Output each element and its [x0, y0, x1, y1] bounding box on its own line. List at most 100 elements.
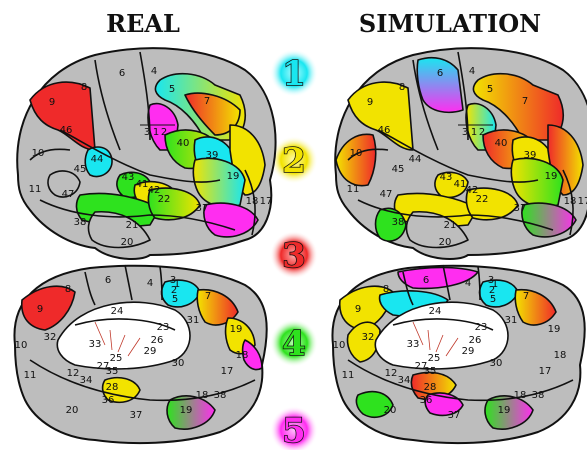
real-lateral-area-label: 43 — [122, 172, 135, 183]
simulation-medial-area-label: 36 — [420, 395, 433, 406]
simulation-lateral-area-label: 46 — [378, 125, 391, 136]
real-lateral-area-label: 8 — [81, 82, 87, 93]
simulation-medial-area-label: 23 — [475, 322, 488, 333]
real-medial-area-label: 26 — [151, 335, 164, 346]
legend: 1 2 3 4 5 — [270, 49, 318, 450]
simulation-medial-area-label: 38 — [532, 390, 545, 401]
simulation-medial-area-label: 18 — [554, 350, 567, 361]
real-lateral-area-label: 9 — [49, 97, 55, 108]
real-medial-area-label: 28 — [106, 382, 119, 393]
real-lateral-area-label: 21 — [126, 220, 139, 231]
simulation-lateral-area-label: 1 — [471, 127, 477, 138]
simulation-lateral-area-label: 3 — [462, 127, 468, 138]
simulation-medial-area-label: 30 — [490, 358, 503, 369]
simulation-medial-area-label: 26 — [469, 335, 482, 346]
real-medial-area-label: 8 — [65, 284, 71, 295]
simulation-medial-area-label: 34 — [398, 375, 411, 386]
real-lateral-area-label: 22 — [158, 194, 171, 205]
real-medial-area-label: 20 — [66, 405, 79, 416]
real-lateral-area-label: 5 — [169, 84, 175, 95]
simulation-medial-area-label: 19 — [498, 405, 511, 416]
simulation-lateral-area-label: 10 — [350, 148, 363, 159]
simulation-lateral-area-label: 20 — [439, 237, 452, 248]
simulation-medial-area-label: 35 — [424, 366, 437, 377]
real-lateral-area-label: 39 — [206, 150, 219, 161]
simulation-lateral-area-label: 5 — [487, 84, 493, 95]
real-medial-area-label: 18 — [196, 390, 209, 401]
real-lateral-area-label: 18 — [246, 196, 259, 207]
simulation-heading: SIMULATION — [359, 9, 541, 38]
real-lateral-area-label: 37 — [196, 203, 209, 214]
simulation-lateral-area-label: 22 — [476, 194, 489, 205]
simulation-medial-area-label: 7 — [523, 291, 529, 302]
real-lateral-area-label: 40 — [177, 138, 190, 149]
simulation-lateral-area-label: 43 — [440, 172, 453, 183]
simulation-lateral-area-label: 40 — [495, 138, 508, 149]
simulation-lateral-area-label: 38 — [392, 217, 405, 228]
real-heading: REAL — [106, 9, 180, 38]
simulation-medial-area-label: 6 — [423, 275, 429, 286]
simulation-lateral-area-label: 8 — [399, 82, 405, 93]
simulation-medial-area-label: 32 — [362, 332, 375, 343]
real-medial-area-label: 19 — [230, 324, 243, 335]
real-lateral-area-label: 20 — [121, 237, 134, 248]
real-medial-area-label: 33 — [89, 339, 102, 350]
legend-number-4: 4 — [282, 324, 306, 364]
simulation-medial-area-label: 8 — [383, 284, 389, 295]
simulation-lateral-area-label: 37 — [514, 203, 527, 214]
simulation-lateral-area-label: 21 — [444, 220, 457, 231]
simulation-lateral-area-label: 44 — [409, 154, 422, 165]
real-lateral-area-label: 41 — [136, 179, 149, 190]
real-medial-area-label: 29 — [144, 346, 157, 357]
real-medial-area-label: 11 — [24, 370, 37, 381]
real-medial-area-label: 38 — [214, 390, 227, 401]
real-lateral-area-label: 1 — [153, 127, 159, 138]
real-lateral-area-label: 45 — [74, 164, 87, 175]
real-medial-area-label: 10 — [15, 340, 28, 351]
simulation-medial-area-label: 29 — [462, 346, 475, 357]
legend-number-2: 2 — [282, 141, 306, 181]
real-medial-area-label: 9 — [37, 304, 43, 315]
legend-number-1: 1 — [282, 54, 306, 94]
simulation-medial-area-label: 19 — [548, 324, 561, 335]
simulation-medial-area-label: 4 — [465, 278, 471, 289]
real-medial-area-label: 5 — [172, 294, 178, 305]
real-lateral-area-label: 11 — [29, 184, 42, 195]
simulation-medial-area-label: 17 — [539, 366, 552, 377]
real-medial-area-label: 7 — [205, 291, 211, 302]
simulation-lateral-area-label: 47 — [380, 189, 393, 200]
real-medial-area-label: 30 — [172, 358, 185, 369]
real-medial-area-label: 35 — [106, 366, 119, 377]
real-lateral-area-label: 2 — [161, 127, 167, 138]
real-medial-area-label: 19 — [180, 405, 193, 416]
real-medial-area-label: 12 — [67, 368, 80, 379]
real-medial-area-label: 31 — [187, 315, 200, 326]
simulation-medial-area-label: 37 — [448, 410, 461, 421]
simulation-medial-area-label: 28 — [424, 382, 437, 393]
simulation-lateral-area-label: 45 — [392, 164, 405, 175]
simulation-medial-area-label: 24 — [429, 306, 442, 317]
simulation-lateral-brain — [335, 48, 587, 259]
real-medial-area-label: 36 — [102, 395, 115, 406]
simulation-medial-area-label: 18 — [514, 390, 527, 401]
simulation-lateral-area-label: 17 — [578, 196, 587, 207]
real-lateral-area-label: 38 — [74, 217, 87, 228]
real-lateral-area-label: 44 — [91, 154, 104, 165]
real-medial-area-label: 25 — [110, 353, 123, 364]
simulation-medial-area-label: 11 — [342, 370, 355, 381]
real-lateral-area-label: 47 — [62, 189, 75, 200]
simulation-lateral-area-label: 18 — [564, 196, 577, 207]
real-lateral-area-label: 10 — [32, 148, 45, 159]
simulation-lateral-area-label: 6 — [437, 68, 443, 79]
simulation-medial-area-label: 31 — [505, 315, 518, 326]
real-lateral-area-label: 7 — [204, 96, 210, 107]
real-lateral-area-label: 6 — [119, 68, 125, 79]
simulation-medial-area-label: 12 — [385, 368, 398, 379]
simulation-lateral-area-label: 7 — [522, 96, 528, 107]
simulation-medial-area-label: 9 — [355, 304, 361, 315]
simulation-lateral-area-label: 4 — [469, 66, 475, 77]
simulation-medial-area-label: 33 — [407, 339, 420, 350]
real-lateral-area-label: 19 — [227, 171, 240, 182]
real-lateral-area-label: 3 — [144, 127, 150, 138]
